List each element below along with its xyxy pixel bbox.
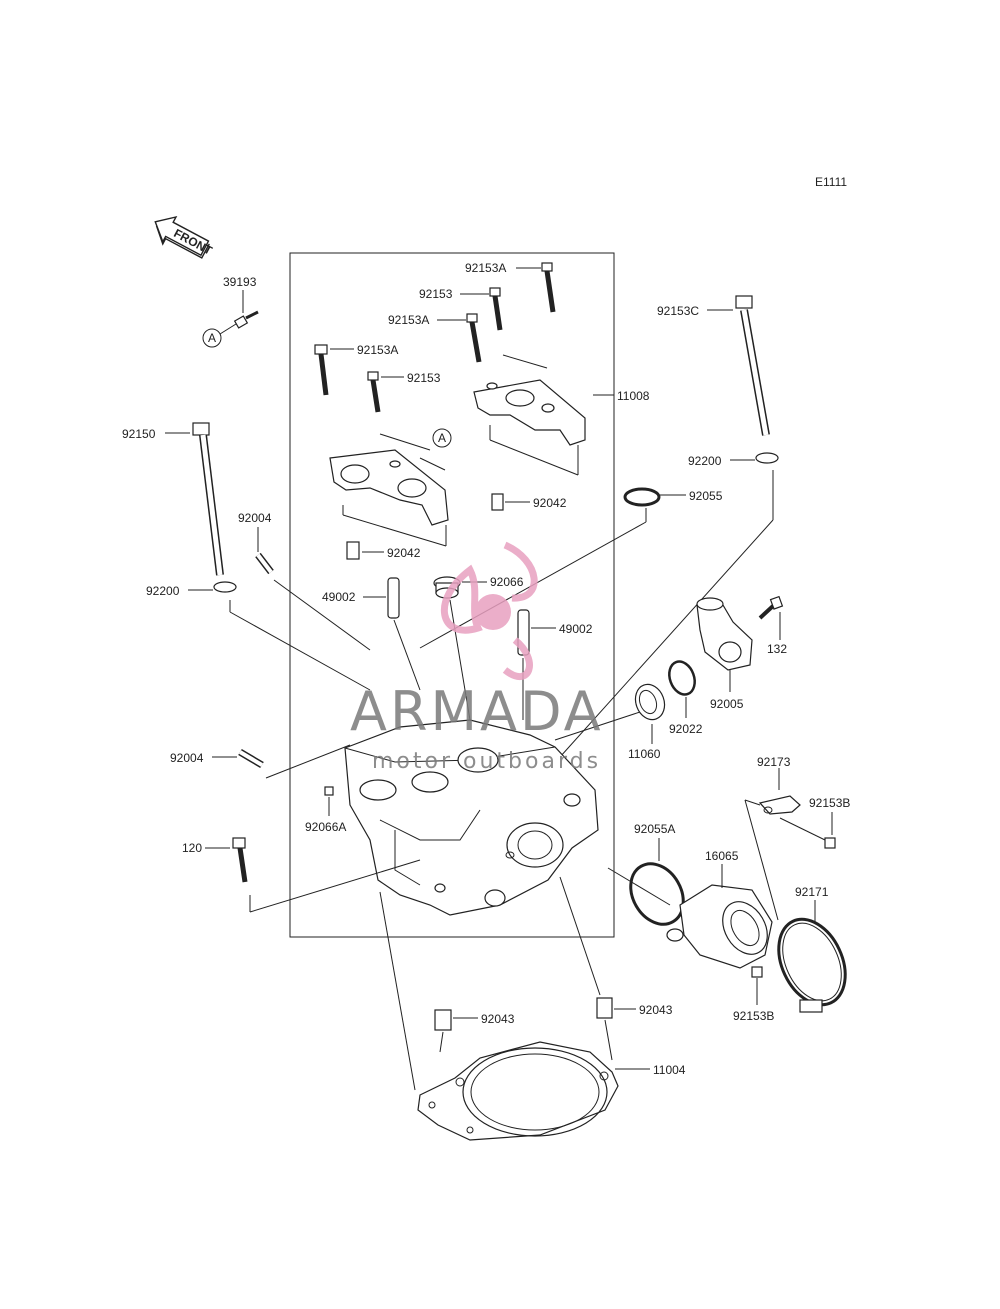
label-92022: 92022 — [669, 722, 703, 736]
label-92200-1: 92200 — [688, 454, 722, 468]
label-92171: 92171 — [795, 885, 829, 899]
label-92043-2: 92043 — [639, 1003, 673, 1017]
label-92153C: 92153C — [657, 304, 699, 318]
washer-92200-right — [755, 452, 779, 464]
label-92055: 92055 — [689, 489, 723, 503]
label-92005: 92005 — [710, 697, 744, 711]
housing-92005 — [696, 597, 753, 671]
bolt-92153A-right — [541, 262, 556, 313]
watermark-brand: ARMADA — [350, 680, 604, 743]
dowel-92042-right — [491, 493, 504, 511]
plug-92066A — [324, 786, 334, 796]
bolt-92153B-lower — [751, 966, 763, 978]
label-92004-1: 92004 — [238, 511, 272, 525]
label-92153A-1: 92153A — [465, 261, 506, 275]
callout-a-left-label: A — [208, 331, 216, 345]
camshaft-cap-left — [329, 449, 449, 526]
bolt-92150 — [192, 422, 224, 576]
valve-guide-49002-left — [387, 577, 400, 619]
label-92153-2: 92153 — [407, 371, 441, 385]
dowel-92042-left — [346, 541, 360, 560]
cylinder-head — [344, 719, 599, 916]
dowel-92043-right — [596, 997, 613, 1019]
label-92043-1: 92043 — [481, 1012, 515, 1026]
cap-11060 — [634, 683, 666, 721]
bracket-92173 — [758, 795, 801, 815]
label-49002-1: 49002 — [322, 590, 356, 604]
diagram-code: E1111 — [815, 175, 847, 189]
bolt-39193 — [233, 310, 259, 329]
head-gasket-11004 — [417, 1041, 619, 1141]
label-92055A: 92055A — [634, 822, 675, 836]
label-49002-2: 49002 — [559, 622, 593, 636]
washer-92200-left — [213, 581, 237, 593]
oring-92055 — [623, 487, 661, 507]
callout-a-right: A — [432, 428, 452, 448]
dowel-92043-left — [434, 1009, 452, 1031]
intake-pipe-16065 — [666, 884, 773, 969]
label-92066: 92066 — [490, 575, 524, 589]
label-92153B-2: 92153B — [733, 1009, 774, 1023]
label-92153A-2: 92153A — [388, 313, 429, 327]
watermark-logo-icon — [440, 541, 538, 680]
bolt-92153A-mid — [466, 313, 482, 363]
label-11060: 11060 — [628, 747, 661, 761]
bolt-92153B-upper — [824, 837, 836, 849]
label-92042-2: 92042 — [387, 546, 421, 560]
label-92153B-1: 92153B — [809, 796, 850, 810]
bolt-92153C — [735, 295, 770, 436]
camshaft-cap-right — [473, 379, 586, 446]
callout-a-left: A — [202, 323, 237, 348]
watermark: ARMADA motor outboards — [350, 541, 604, 774]
label-92004-2: 92004 — [170, 751, 204, 765]
bolt-92153-left — [367, 371, 381, 413]
clamp-92171 — [777, 917, 847, 1013]
label-132: 132 — [767, 642, 787, 656]
label-92150: 92150 — [122, 427, 156, 441]
label-11008: 11008 — [617, 389, 650, 403]
bolt-92153A-left — [314, 344, 329, 396]
oring-92022 — [668, 660, 696, 696]
bolt-120 — [232, 837, 248, 883]
oring-92055A — [629, 862, 685, 926]
label-16065: 16065 — [705, 849, 739, 863]
stud-92004-lower — [238, 748, 264, 769]
label-92153A-3: 92153A — [357, 343, 398, 357]
stud-92004-top — [255, 552, 274, 575]
callout-a-right-label: A — [438, 431, 446, 445]
label-92200-2: 92200 — [146, 584, 180, 598]
label-92173: 92173 — [757, 755, 791, 769]
label-11004: 11004 — [653, 1063, 686, 1077]
label-92066A: 92066A — [305, 820, 346, 834]
bolt-92153-right — [489, 287, 503, 331]
assembly-bracket — [289, 252, 615, 938]
bolt-132 — [758, 595, 784, 620]
label-39193: 39193 — [223, 275, 257, 289]
label-120: 120 — [182, 841, 202, 855]
front-arrow-icon: FRONT — [154, 215, 215, 259]
label-92042-1: 92042 — [533, 496, 567, 510]
label-92153-1: 92153 — [419, 287, 453, 301]
watermark-tagline: motor outboards — [372, 749, 601, 774]
